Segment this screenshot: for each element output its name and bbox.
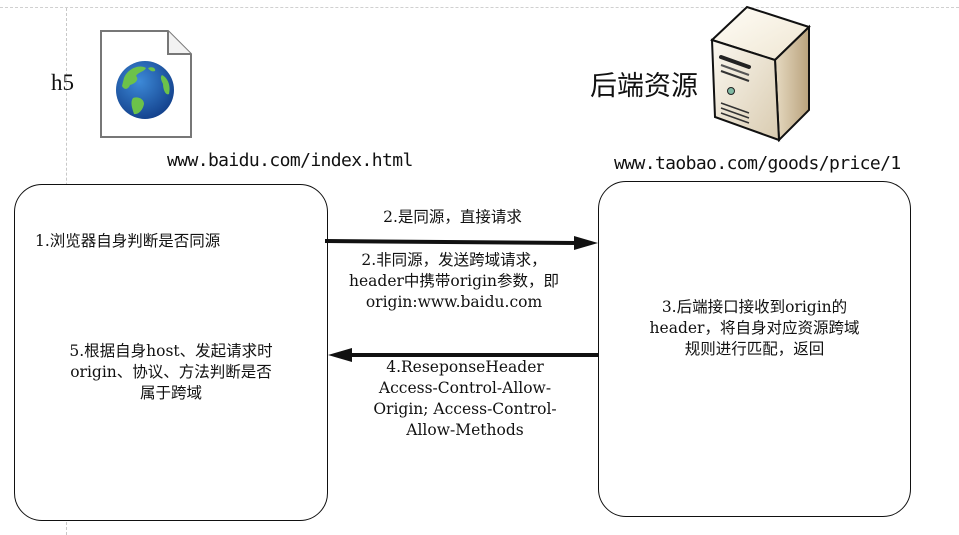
backend-box (598, 181, 911, 517)
server-tower-icon (710, 5, 811, 143)
web-page-globe-icon (100, 30, 192, 138)
step3-label: 3.后端接口接收到origin的 header，将自身对应资源跨域 规则进行匹配… (649, 298, 860, 358)
request-label-same-origin: 2.是同源，直接请求 (383, 208, 522, 226)
client-title: h5 (51, 70, 74, 95)
step5-label: 5.根据自身host、发起请求时 origin、协议、方法判断是否 属于跨域 (69, 342, 273, 402)
request-label-cross-origin: 2.非同源，发送跨域请求， header中携带origin参数，即 origin… (349, 251, 559, 311)
client-url: www.baidu.com/index.html (167, 150, 413, 171)
step1-label: 1.浏览器自身判断是否同源 (35, 232, 221, 250)
browser-box (14, 184, 328, 521)
response-header-label: 4.ReseponseHeader Access-Control-Allow- … (373, 358, 557, 439)
server-url: www.taobao.com/goods/price/1 (614, 153, 901, 174)
guide-line-horizontal (0, 7, 959, 8)
server-title: 后端资源 (590, 71, 698, 102)
